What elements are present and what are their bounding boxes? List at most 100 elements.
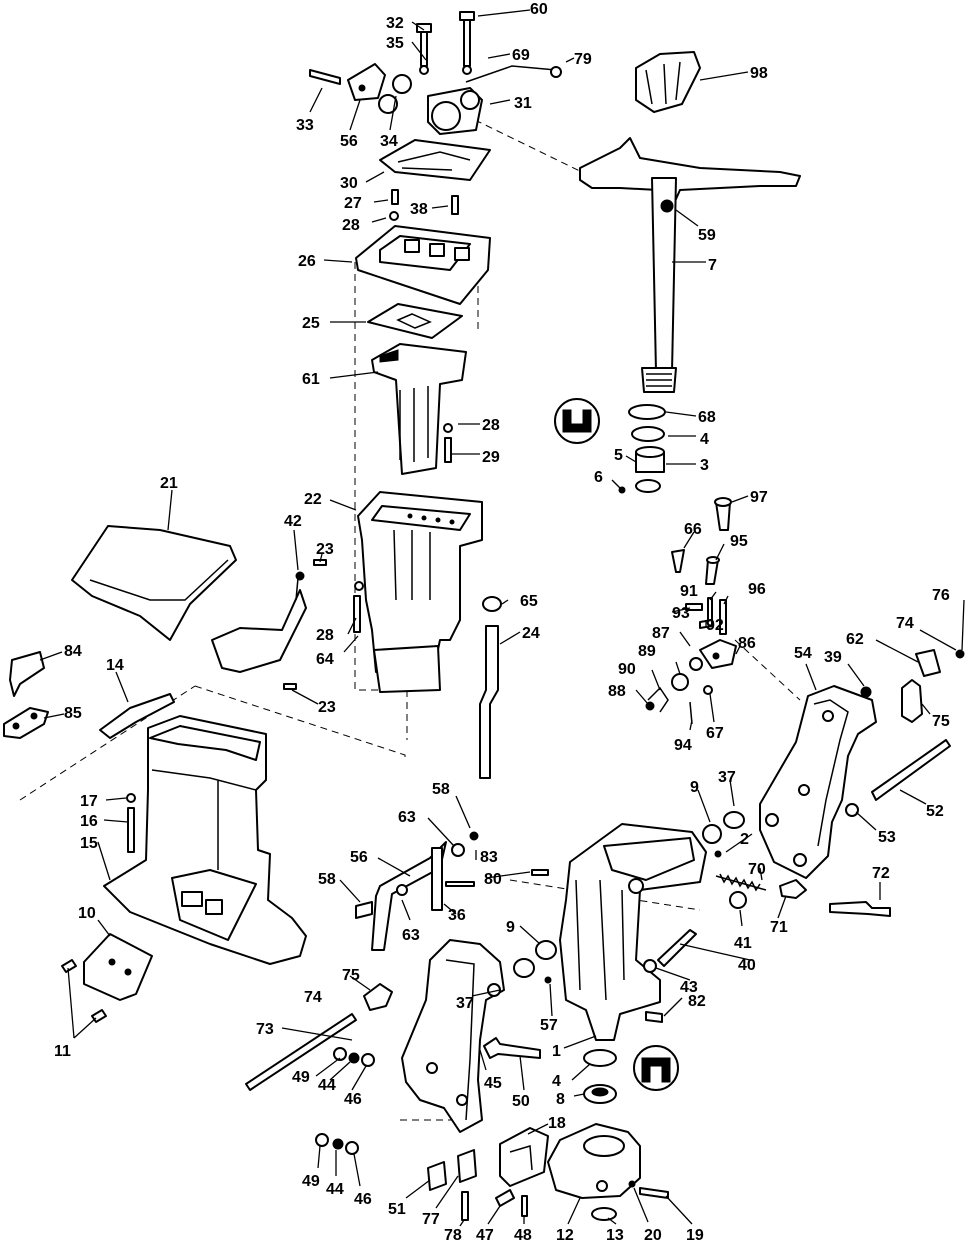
callout-75-a: 75 xyxy=(932,713,950,730)
bottom-parts xyxy=(427,1049,669,1221)
callout-73: 73 xyxy=(256,1021,274,1038)
callout-5: 5 xyxy=(614,447,623,464)
callout-29: 29 xyxy=(482,449,500,466)
callout-57: 57 xyxy=(540,1017,558,1034)
callout-20: 20 xyxy=(644,1227,662,1244)
callout-11: 11 xyxy=(54,1043,71,1060)
tilt-lock-parts xyxy=(645,497,737,725)
callout-2: 2 xyxy=(740,831,749,848)
callout-49-a: 49 xyxy=(292,1069,310,1086)
callout-80: 80 xyxy=(484,871,502,888)
callout-56: 56 xyxy=(340,133,358,150)
callout-93: 93 xyxy=(672,605,690,622)
callout-75-b: 75 xyxy=(342,967,360,984)
callout-37-a: 37 xyxy=(718,769,736,786)
callout-49-b: 49 xyxy=(302,1173,320,1190)
callout-27: 27 xyxy=(344,195,362,212)
callout-1: 1 xyxy=(552,1043,561,1060)
callout-65: 65 xyxy=(520,593,538,610)
linkage-assembly xyxy=(355,831,549,951)
callout-40: 40 xyxy=(738,957,756,974)
callout-74-a: 74 xyxy=(896,615,914,632)
callout-14: 14 xyxy=(106,657,124,674)
callout-28-c: 28 xyxy=(316,627,334,644)
callout-86: 86 xyxy=(738,635,756,652)
callout-85: 85 xyxy=(64,705,82,722)
callout-44-a: 44 xyxy=(318,1077,336,1094)
callout-36: 36 xyxy=(448,907,466,924)
callout-labels: 60 32 35 69 79 98 33 56 34 31 30 27 28 3… xyxy=(54,1,950,1244)
callout-87: 87 xyxy=(652,625,670,642)
steering-arm-assembly xyxy=(579,51,801,494)
callout-47: 47 xyxy=(476,1227,494,1244)
callout-7: 7 xyxy=(708,257,717,274)
callout-10: 10 xyxy=(78,905,96,922)
callout-56-b: 56 xyxy=(350,849,368,866)
right-clamp-bracket xyxy=(759,649,965,879)
leader-lines xyxy=(39,9,965,1227)
callout-9-a: 9 xyxy=(690,779,699,796)
callout-90: 90 xyxy=(618,661,636,678)
callout-30: 30 xyxy=(340,175,358,192)
callout-23-a: 23 xyxy=(316,541,334,558)
lubricant-symbol-upper xyxy=(554,398,600,444)
callout-16: 16 xyxy=(80,813,98,830)
callout-79: 79 xyxy=(574,51,592,68)
callout-84: 84 xyxy=(64,643,82,660)
callout-4-b: 4 xyxy=(552,1073,561,1090)
callout-89: 89 xyxy=(638,643,656,660)
callout-74-b: 74 xyxy=(304,989,322,1006)
callout-69: 69 xyxy=(512,47,530,64)
callout-37-b: 37 xyxy=(456,995,474,1012)
callout-32: 32 xyxy=(386,15,404,32)
callout-71: 71 xyxy=(770,919,788,936)
callout-51: 51 xyxy=(388,1201,406,1218)
callout-45: 45 xyxy=(484,1075,502,1092)
callout-39: 39 xyxy=(824,649,842,666)
callout-53: 53 xyxy=(878,829,896,846)
callout-96: 96 xyxy=(748,581,766,598)
callout-3: 3 xyxy=(700,457,709,474)
callout-92: 92 xyxy=(706,617,724,634)
callout-42: 42 xyxy=(284,513,302,530)
callout-59: 59 xyxy=(698,227,716,244)
callout-95: 95 xyxy=(730,533,748,550)
callout-58-b: 58 xyxy=(318,871,336,888)
callout-64: 64 xyxy=(316,651,334,668)
callout-13: 13 xyxy=(606,1227,624,1244)
callout-76: 76 xyxy=(932,587,950,604)
callout-82: 82 xyxy=(688,993,706,1010)
callout-78: 78 xyxy=(444,1227,462,1244)
callout-35: 35 xyxy=(386,35,404,52)
callout-50: 50 xyxy=(512,1093,530,1110)
callout-6: 6 xyxy=(594,469,603,486)
swivel-bracket xyxy=(513,811,891,1041)
callout-68: 68 xyxy=(698,409,716,426)
callout-23-b: 23 xyxy=(318,699,336,716)
upper-mount-assembly xyxy=(309,11,562,475)
callout-38: 38 xyxy=(410,201,428,218)
callout-4-a: 4 xyxy=(700,431,709,448)
callout-31: 31 xyxy=(514,95,532,112)
callout-83: 83 xyxy=(480,849,498,866)
callout-34: 34 xyxy=(380,133,398,150)
covers-and-brackets xyxy=(3,525,327,739)
callout-48: 48 xyxy=(514,1227,532,1244)
callout-33: 33 xyxy=(296,117,314,134)
drive-shaft-housing xyxy=(353,491,502,779)
callout-18: 18 xyxy=(548,1115,566,1132)
callout-28-b: 28 xyxy=(482,417,500,434)
callout-9-b: 9 xyxy=(506,919,515,936)
callout-91: 91 xyxy=(680,583,698,600)
left-clamp-bracket xyxy=(245,939,541,1155)
lower-housing xyxy=(61,715,307,1023)
callout-24: 24 xyxy=(522,625,540,642)
callout-98: 98 xyxy=(750,65,768,82)
callout-72: 72 xyxy=(872,865,890,882)
callout-15: 15 xyxy=(80,835,98,852)
callout-88: 88 xyxy=(608,683,626,700)
callout-52: 52 xyxy=(926,803,944,820)
callout-97: 97 xyxy=(750,489,768,506)
callout-60: 60 xyxy=(530,1,548,18)
